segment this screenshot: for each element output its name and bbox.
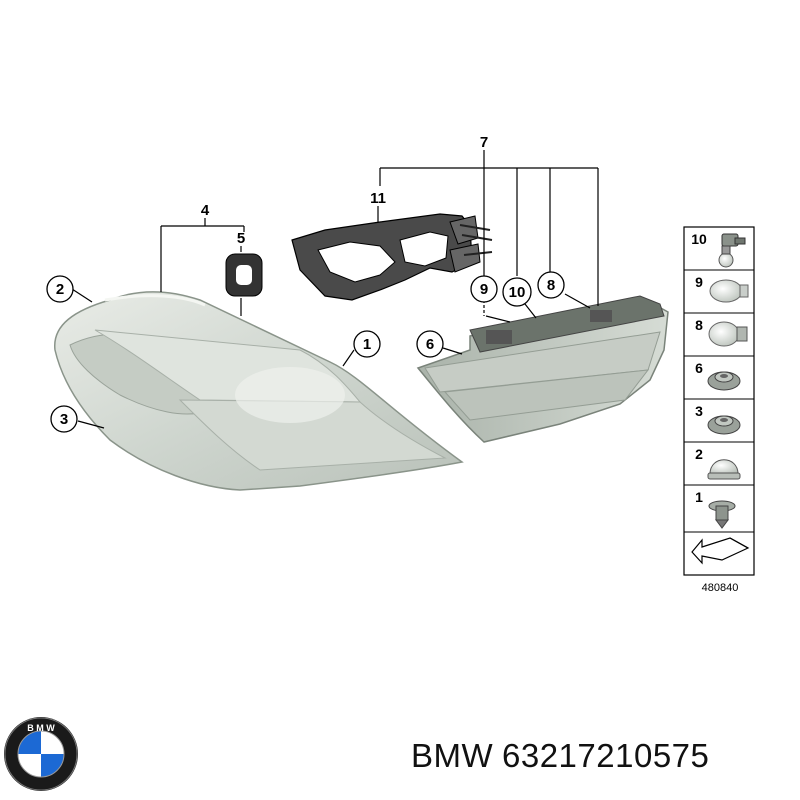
gasket-part [291, 213, 493, 301]
callout-1: 1 [363, 336, 371, 353]
bayonet-bulb-icon [708, 321, 748, 347]
callout-8: 8 [547, 277, 555, 294]
rivet-icon [708, 500, 736, 529]
callout-6: 6 [426, 336, 434, 353]
legend-label-1: 1 [695, 489, 703, 505]
callouts: 4 5 7 11 2 3 1 6 9 10 8 [46, 134, 565, 433]
legend-label-9: 9 [695, 274, 703, 290]
inner-tail-light [416, 295, 669, 443]
callout-4: 4 [201, 202, 210, 219]
callout-2: 2 [56, 281, 64, 298]
grommet-part [225, 253, 263, 297]
wedge-bulb-icon [709, 279, 749, 303]
part-number: 63217210575 [502, 737, 710, 774]
bmw-logo: B M W [4, 717, 78, 791]
cap-icon [707, 459, 741, 480]
reference-arrow-icon [691, 537, 750, 565]
legend-label-2: 2 [695, 446, 703, 462]
callout-9: 9 [480, 281, 488, 298]
diagram-ref-code: 480840 [702, 582, 739, 594]
nut-icon [707, 415, 741, 435]
legend-label-10: 10 [691, 231, 707, 247]
leader-lines [71, 150, 599, 429]
callout-7: 7 [480, 134, 488, 151]
brand-name: BMW [411, 737, 494, 774]
callout-5: 5 [237, 230, 245, 247]
callout-3: 3 [60, 411, 68, 428]
legend-label-3: 3 [695, 403, 703, 419]
bulb-socket-icon [718, 233, 746, 268]
callout-10: 10 [509, 284, 526, 301]
hex-nut-icon [707, 371, 741, 391]
legend-label-6: 6 [695, 360, 703, 376]
outer-tail-light [54, 291, 464, 491]
legend-label-8: 8 [695, 317, 703, 333]
parts-legend: 10 9 8 6 3 2 1 [683, 226, 755, 594]
callout-11: 11 [370, 190, 386, 207]
svg-text:B M W: B M W [27, 723, 55, 733]
